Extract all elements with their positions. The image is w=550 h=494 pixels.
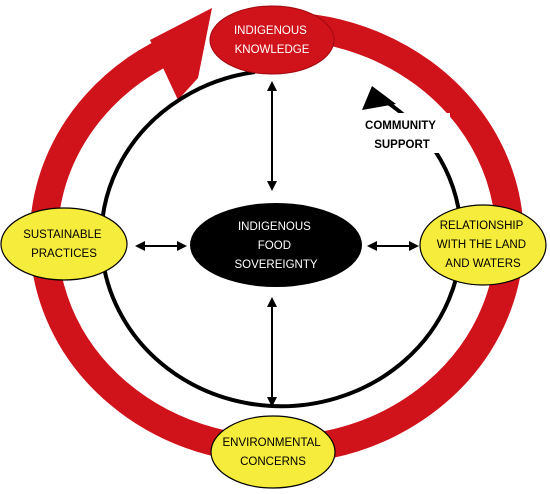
bottom-node-label: ENVIRONMENTAL CONCERNS xyxy=(223,437,324,468)
center-label: INDIGENOUS FOOD SOVEREIGNTY xyxy=(234,221,317,271)
left-node-label: SUSTAINABLE PRACTICES xyxy=(23,229,105,260)
top-node-label: INDIGENOUS KNOWLEDGE xyxy=(234,25,310,56)
outer-ring-arrowhead xyxy=(150,8,212,100)
left-node xyxy=(0,207,128,281)
ring-label: COMMUNITY SUPPORT xyxy=(365,120,439,151)
center-node xyxy=(190,203,362,287)
top-node xyxy=(209,5,335,75)
bottom-node xyxy=(210,415,336,489)
right-node-label: RELATIONSHIP WITH THE LAND AND WATERS xyxy=(437,220,529,270)
inner-ring-arrowhead xyxy=(362,86,396,110)
ring-label-backdrop xyxy=(354,113,450,153)
right-node xyxy=(419,204,547,286)
